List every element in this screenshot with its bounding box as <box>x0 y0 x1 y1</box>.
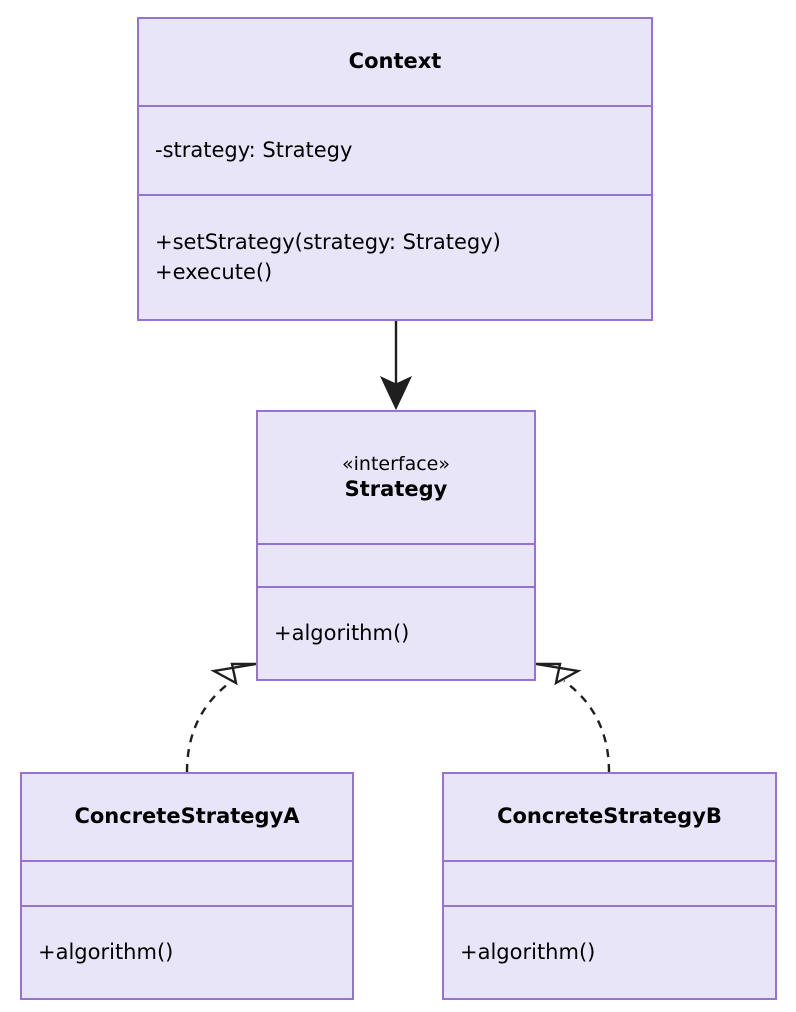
class-node-concrete-strategy-a[interactable]: ConcreteStrategyA +algorithm() <box>20 772 354 1000</box>
class-operation: +algorithm() <box>460 939 596 964</box>
class-node-context[interactable]: Context -strategy: Strategy +setStrategy… <box>137 17 653 321</box>
class-attributes-compartment-strategy <box>258 543 534 586</box>
class-title-compartment-context: Context <box>139 19 651 105</box>
class-operations-compartment-concrete-strategy-b: +algorithm() <box>444 905 775 998</box>
class-node-concrete-strategy-b[interactable]: ConcreteStrategyB +algorithm() <box>442 772 777 1000</box>
class-operations-compartment-strategy: +algorithm() <box>258 586 534 679</box>
edge-context-uses-strategy <box>379 321 413 411</box>
class-title-compartment-concrete-strategy-b: ConcreteStrategyB <box>444 774 775 860</box>
class-operation: +setStrategy(strategy: Strategy) <box>155 229 501 254</box>
class-operation: +algorithm() <box>274 620 410 645</box>
edge-concreteB-implements-strategy <box>535 662 611 773</box>
class-name-concrete-strategy-a: ConcreteStrategyA <box>74 804 300 829</box>
class-attributes-compartment-context: -strategy: Strategy <box>139 105 651 194</box>
class-operations-compartment-concrete-strategy-a: +algorithm() <box>22 905 352 998</box>
class-node-strategy[interactable]: «interface» Strategy +algorithm() <box>256 410 536 681</box>
class-title-compartment-strategy: «interface» Strategy <box>258 412 534 543</box>
class-attribute: -strategy: Strategy <box>155 137 353 162</box>
class-name-concrete-strategy-b: ConcreteStrategyB <box>497 804 722 829</box>
class-stereotype-strategy: «interface» <box>342 452 450 475</box>
class-title-compartment-concrete-strategy-a: ConcreteStrategyA <box>22 774 352 860</box>
class-operation: +execute() <box>155 259 273 284</box>
class-name-context: Context <box>348 49 442 74</box>
class-attributes-compartment-concrete-strategy-a <box>22 860 352 905</box>
class-name-strategy: Strategy <box>344 477 448 501</box>
class-operation: +algorithm() <box>38 939 174 964</box>
edge-concreteA-implements-strategy <box>185 662 257 773</box>
class-operations-compartment-context: +setStrategy(strategy: Strategy) +execut… <box>139 194 651 319</box>
class-attributes-compartment-concrete-strategy-b <box>444 860 775 905</box>
